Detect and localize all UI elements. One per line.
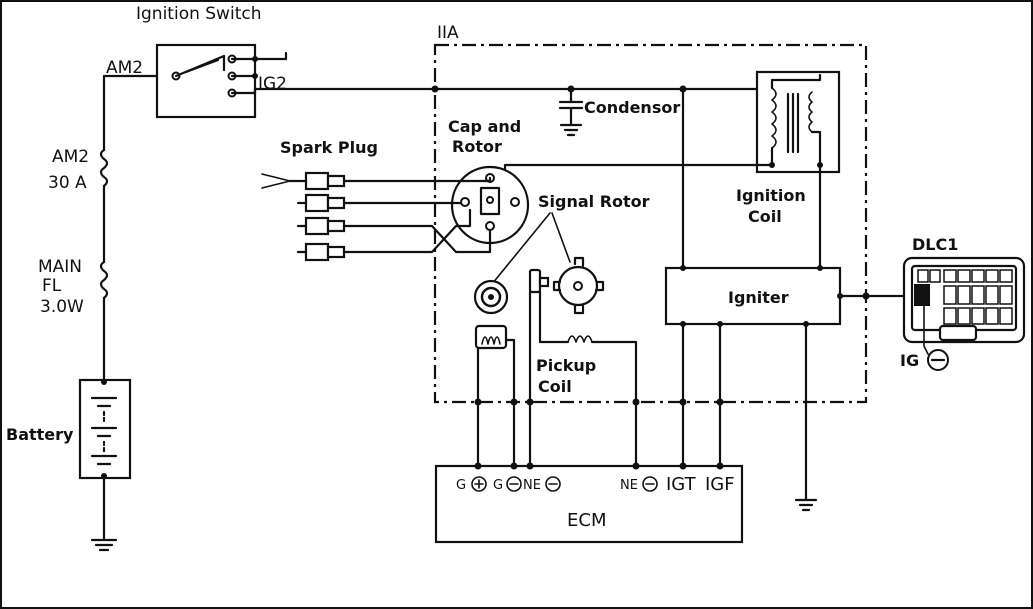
- ig-minus-terminal: [914, 284, 930, 306]
- g-pickup: [473, 279, 516, 404]
- ecm-box: [434, 464, 744, 544]
- spark-plug-label: Spark Plug: [280, 138, 378, 157]
- battery-label: Battery: [6, 425, 74, 444]
- ig2-label: IG2: [258, 74, 287, 94]
- ht-lead: [503, 163, 774, 182]
- ignition-switch-box: [155, 43, 257, 119]
- main-fl-label-2: FL: [42, 276, 62, 296]
- plug-leads: [342, 176, 492, 254]
- plus-symbol: [471, 476, 487, 492]
- minus-symbol-ne-2: [642, 476, 658, 492]
- ne-pickup: [528, 268, 638, 404]
- ecm: [434, 322, 744, 544]
- condensor-label: Condensor: [584, 98, 680, 117]
- igf-label: IGF: [705, 474, 735, 495]
- pickup-label: Pickup: [536, 356, 596, 375]
- ig2-feed-wiring: [230, 73, 822, 95]
- spark-plug-1: [261, 171, 346, 191]
- iia-label: IIA: [437, 23, 459, 43]
- iia-terminals: [474, 398, 724, 406]
- signal-rotor-leader-2: [551, 212, 571, 263]
- ignition-coil-label: Ignition: [736, 186, 806, 205]
- dlc1-label: DLC1: [912, 235, 958, 254]
- g-minus-label: G: [493, 478, 503, 493]
- spark-plug-3: [296, 216, 346, 236]
- pickup-coil-label: Coil: [538, 377, 572, 396]
- am2-fuse-label: AM2: [52, 147, 89, 167]
- am2-fuse-rating: 30 A: [48, 173, 87, 193]
- cap-and-label: Cap and: [448, 117, 521, 136]
- main-fl-rating: 3.0W: [40, 297, 84, 317]
- signal-rotor: [491, 212, 605, 315]
- g-plus-label: G: [456, 478, 466, 493]
- battery: [78, 378, 132, 552]
- main-fl-label: MAIN: [38, 257, 82, 277]
- ignition-coil: [755, 70, 841, 174]
- ig-minus-label: IG: [900, 351, 919, 370]
- minus-symbol-ne-1: [545, 476, 561, 492]
- ne-minus-label-1: NE: [523, 478, 541, 493]
- ecm-label: ECM: [567, 510, 606, 531]
- ignition-switch: [155, 43, 288, 119]
- power-feed-wiring: [99, 74, 159, 382]
- igniter-box: [664, 266, 842, 326]
- dlc1-connector: [902, 256, 1026, 355]
- igniter-ground: [794, 498, 818, 512]
- rotor-label: Rotor: [452, 137, 502, 156]
- ne-minus-label-2: NE: [620, 478, 638, 493]
- ignition-switch-label: Ignition Switch: [136, 4, 261, 24]
- iia-boundary: [433, 43, 868, 404]
- spark-plugs: [261, 171, 346, 262]
- minus-symbol-g: [506, 476, 522, 492]
- ignition-coil-label-2: Coil: [748, 207, 782, 226]
- signal-rotor-leader-1: [491, 212, 551, 285]
- spark-plug-4: [296, 242, 346, 262]
- igniter: [664, 87, 843, 327]
- spark-plug-2: [296, 193, 346, 213]
- am2-switch-label: AM2: [106, 58, 143, 78]
- condensor: [558, 87, 584, 137]
- igt-label: IGT: [666, 474, 697, 495]
- igniter-label: Igniter: [728, 288, 789, 307]
- ig-minus-symbol: [927, 349, 949, 371]
- signal-rotor-label: Signal Rotor: [538, 192, 650, 211]
- ecm-terminals: [474, 462, 724, 470]
